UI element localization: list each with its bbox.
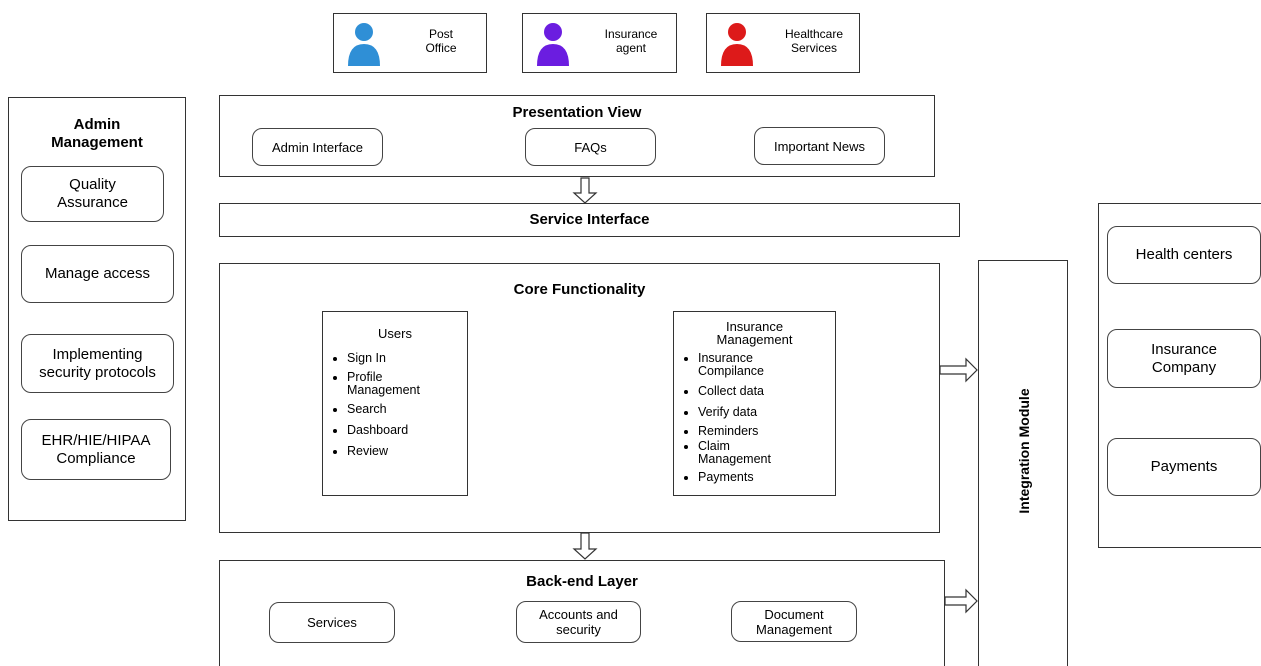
list-item: Reminders xyxy=(698,425,803,438)
person-icon-post-office xyxy=(348,23,380,66)
list-item: Sign In xyxy=(347,352,447,365)
users-module: Users Sign In Profile Management Search … xyxy=(322,311,468,496)
external-health-centers: Health centers xyxy=(1107,226,1261,284)
service-interface-title: Service Interface xyxy=(529,211,650,228)
list-item: Collect data xyxy=(698,385,803,398)
core-functionality-title: Core Functionality xyxy=(513,281,646,298)
list-item: Payments xyxy=(698,471,803,484)
list-item: Verify data xyxy=(698,406,803,419)
users-title: Users xyxy=(378,326,412,341)
list-item: Review xyxy=(347,445,447,458)
person-icon-healthcare-services xyxy=(721,23,753,66)
arrow-core-to-backend xyxy=(572,532,598,560)
arrow-backend-to-integration xyxy=(944,588,978,614)
integration-module: Integration Module xyxy=(978,260,1068,666)
users-list: Sign In Profile Management Search Dashbo… xyxy=(325,352,447,458)
presentation-view-title: Presentation View xyxy=(512,104,642,121)
person-icon-insurance-agent xyxy=(537,23,569,66)
list-item: Search xyxy=(347,403,447,416)
service-interface-layer: Service Interface xyxy=(219,203,960,237)
admin-item-manage-access: Manage access xyxy=(21,245,174,303)
arrow-presentation-to-service xyxy=(572,177,598,204)
admin-interface-box: Admin Interface xyxy=(252,128,383,166)
important-news-box: Important News xyxy=(754,127,885,165)
list-item: Insurance Compilance xyxy=(698,352,788,378)
external-payments: Payments xyxy=(1107,438,1261,496)
list-item: Claim Management xyxy=(698,440,803,466)
backend-layer-title: Back-end Layer xyxy=(526,573,638,590)
arrow-core-to-integration xyxy=(939,357,978,383)
faqs-box: FAQs xyxy=(525,128,656,166)
insurance-list: Insurance Compilance Collect data Verify… xyxy=(676,352,803,484)
list-item: Profile Management xyxy=(347,371,447,397)
backend-services-box: Services xyxy=(269,602,395,643)
list-item: Dashboard xyxy=(347,424,447,437)
